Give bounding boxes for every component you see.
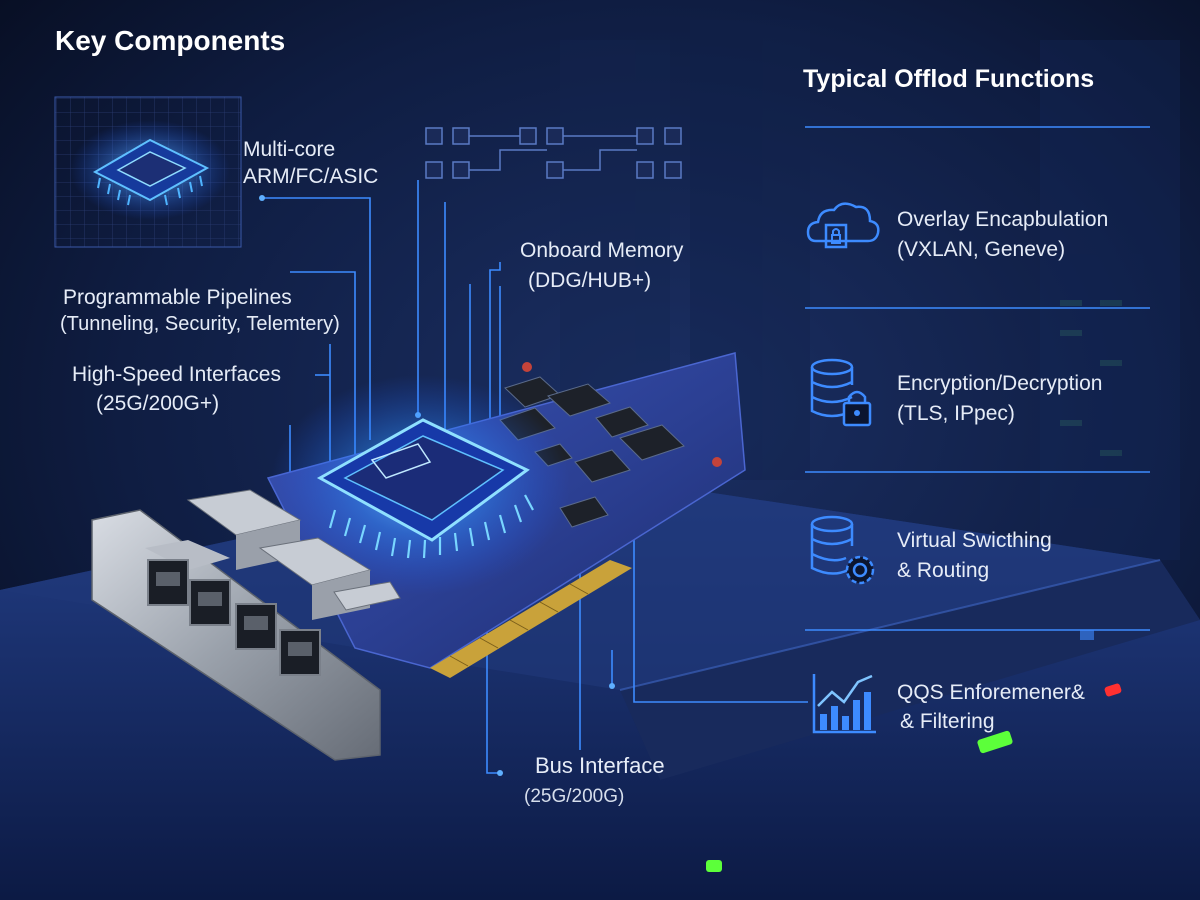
rj45-ports [145, 489, 401, 676]
bus-label-line1: Bus Interface [535, 753, 665, 778]
interfaces-label-line2: (25G/200G+) [96, 392, 220, 415]
function-1-line2: (VXLAN, Geneve) [897, 238, 1066, 261]
network-card [91, 352, 746, 761]
typical-functions-heading: Typical Offlod Functions [803, 65, 1095, 93]
function-3-line2: & Routing [897, 559, 990, 582]
interfaces-label-line1: High-Speed Interfaces [72, 363, 281, 386]
key-components-heading: Key Components [55, 25, 286, 56]
cloud-lock-icon [804, 195, 884, 265]
pipelines-label-line1: Programmable Pipelines [63, 286, 292, 309]
memory-label-line1: Onboard Memory [520, 239, 684, 262]
function-4-line2: & Filtering [900, 710, 995, 733]
function-4-line1: QQS Enforemener& [897, 681, 1085, 704]
bar-chart-trend-icon [810, 670, 880, 740]
memory-label-line2: (DDG/HUB+) [528, 269, 652, 292]
function-3-line1: Virtual Swicthing [897, 529, 1052, 552]
processor-thumbnail [54, 96, 242, 248]
processor-label-line1: Multi-core [243, 138, 336, 161]
bus-label-line2: (25G/200G) [524, 786, 625, 807]
database-gear-icon [806, 512, 886, 592]
status-led-green-2 [706, 860, 722, 872]
function-1-line1: Overlay Encapbulation [897, 208, 1109, 231]
function-2-line1: Encryption/Decryption [897, 372, 1103, 395]
pipelines-label-line2: (Tunneling, Security, Telemtery) [60, 313, 340, 335]
status-led-red [1104, 683, 1122, 697]
processor-label-line2: ARM/FC/ASIC [243, 165, 379, 188]
status-led-green [977, 730, 1013, 754]
circuit-schematic [425, 127, 682, 179]
database-lock-icon [806, 355, 886, 435]
function-2-line2: (TLS, IPpec) [897, 402, 1015, 425]
